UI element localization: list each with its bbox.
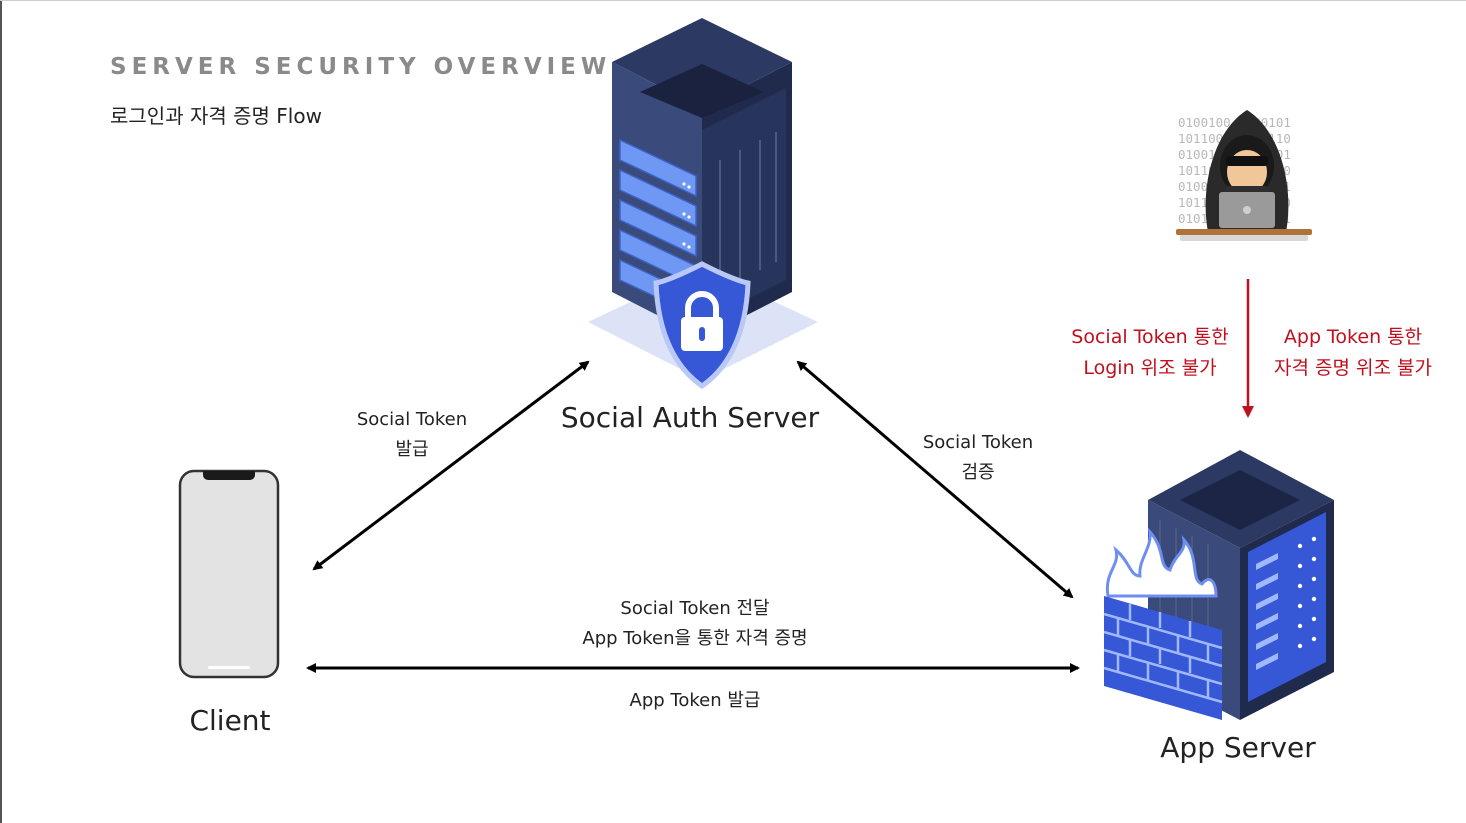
arrow-client-social [312,360,590,571]
client-label: Client [189,704,271,737]
edge-label-client-app-top: Social Token 전달 App Token을 통한 자격 증명 [545,594,845,654]
server-shield-icon [588,18,818,390]
warning-line: App Token 통한 [1283,326,1423,348]
frame-edge-top [0,0,1466,1]
warning-app-token: App Token 통한 자격 증명 위조 불가 [1258,322,1448,384]
page-subtitle: 로그인과 자격 증명 Flow [110,104,322,128]
warning-line: Login 위조 불가 [1083,357,1217,379]
edge-label-client-app-bottom: App Token 발급 [629,690,761,711]
edge-label-line: Social Token [922,432,1034,453]
arrow-social-app [796,360,1074,599]
edge-label-client-social: Social Token 발급 [332,405,492,465]
server-firewall-icon [1103,450,1334,720]
edge-label-line: 발급 [395,439,429,460]
edge-label-line: Social Token [356,409,468,430]
edge-label-line: App Token을 통한 자격 증명 [582,628,808,649]
edge-label-line: Social Token 전달 [620,598,770,619]
warning-social-token: Social Token 통한 Login 위조 불가 [1060,322,1240,384]
warning-line: Social Token 통한 [1071,326,1229,348]
edge-label-line: 검증 [961,462,995,483]
warning-line: 자격 증명 위조 불가 [1274,357,1432,379]
frame-edge-left [0,0,2,823]
social-auth-server-label: Social Auth Server [560,401,820,434]
page-kicker: SERVER SECURITY OVERVIEW [110,54,612,80]
edge-label-social-app: Social Token 검증 [898,428,1058,488]
smartphone-icon [178,469,280,679]
hacker-icon: 0100100 0000101 1011001 1100110 0100110 … [1176,110,1312,241]
app-server-label: App Server [1160,731,1316,764]
